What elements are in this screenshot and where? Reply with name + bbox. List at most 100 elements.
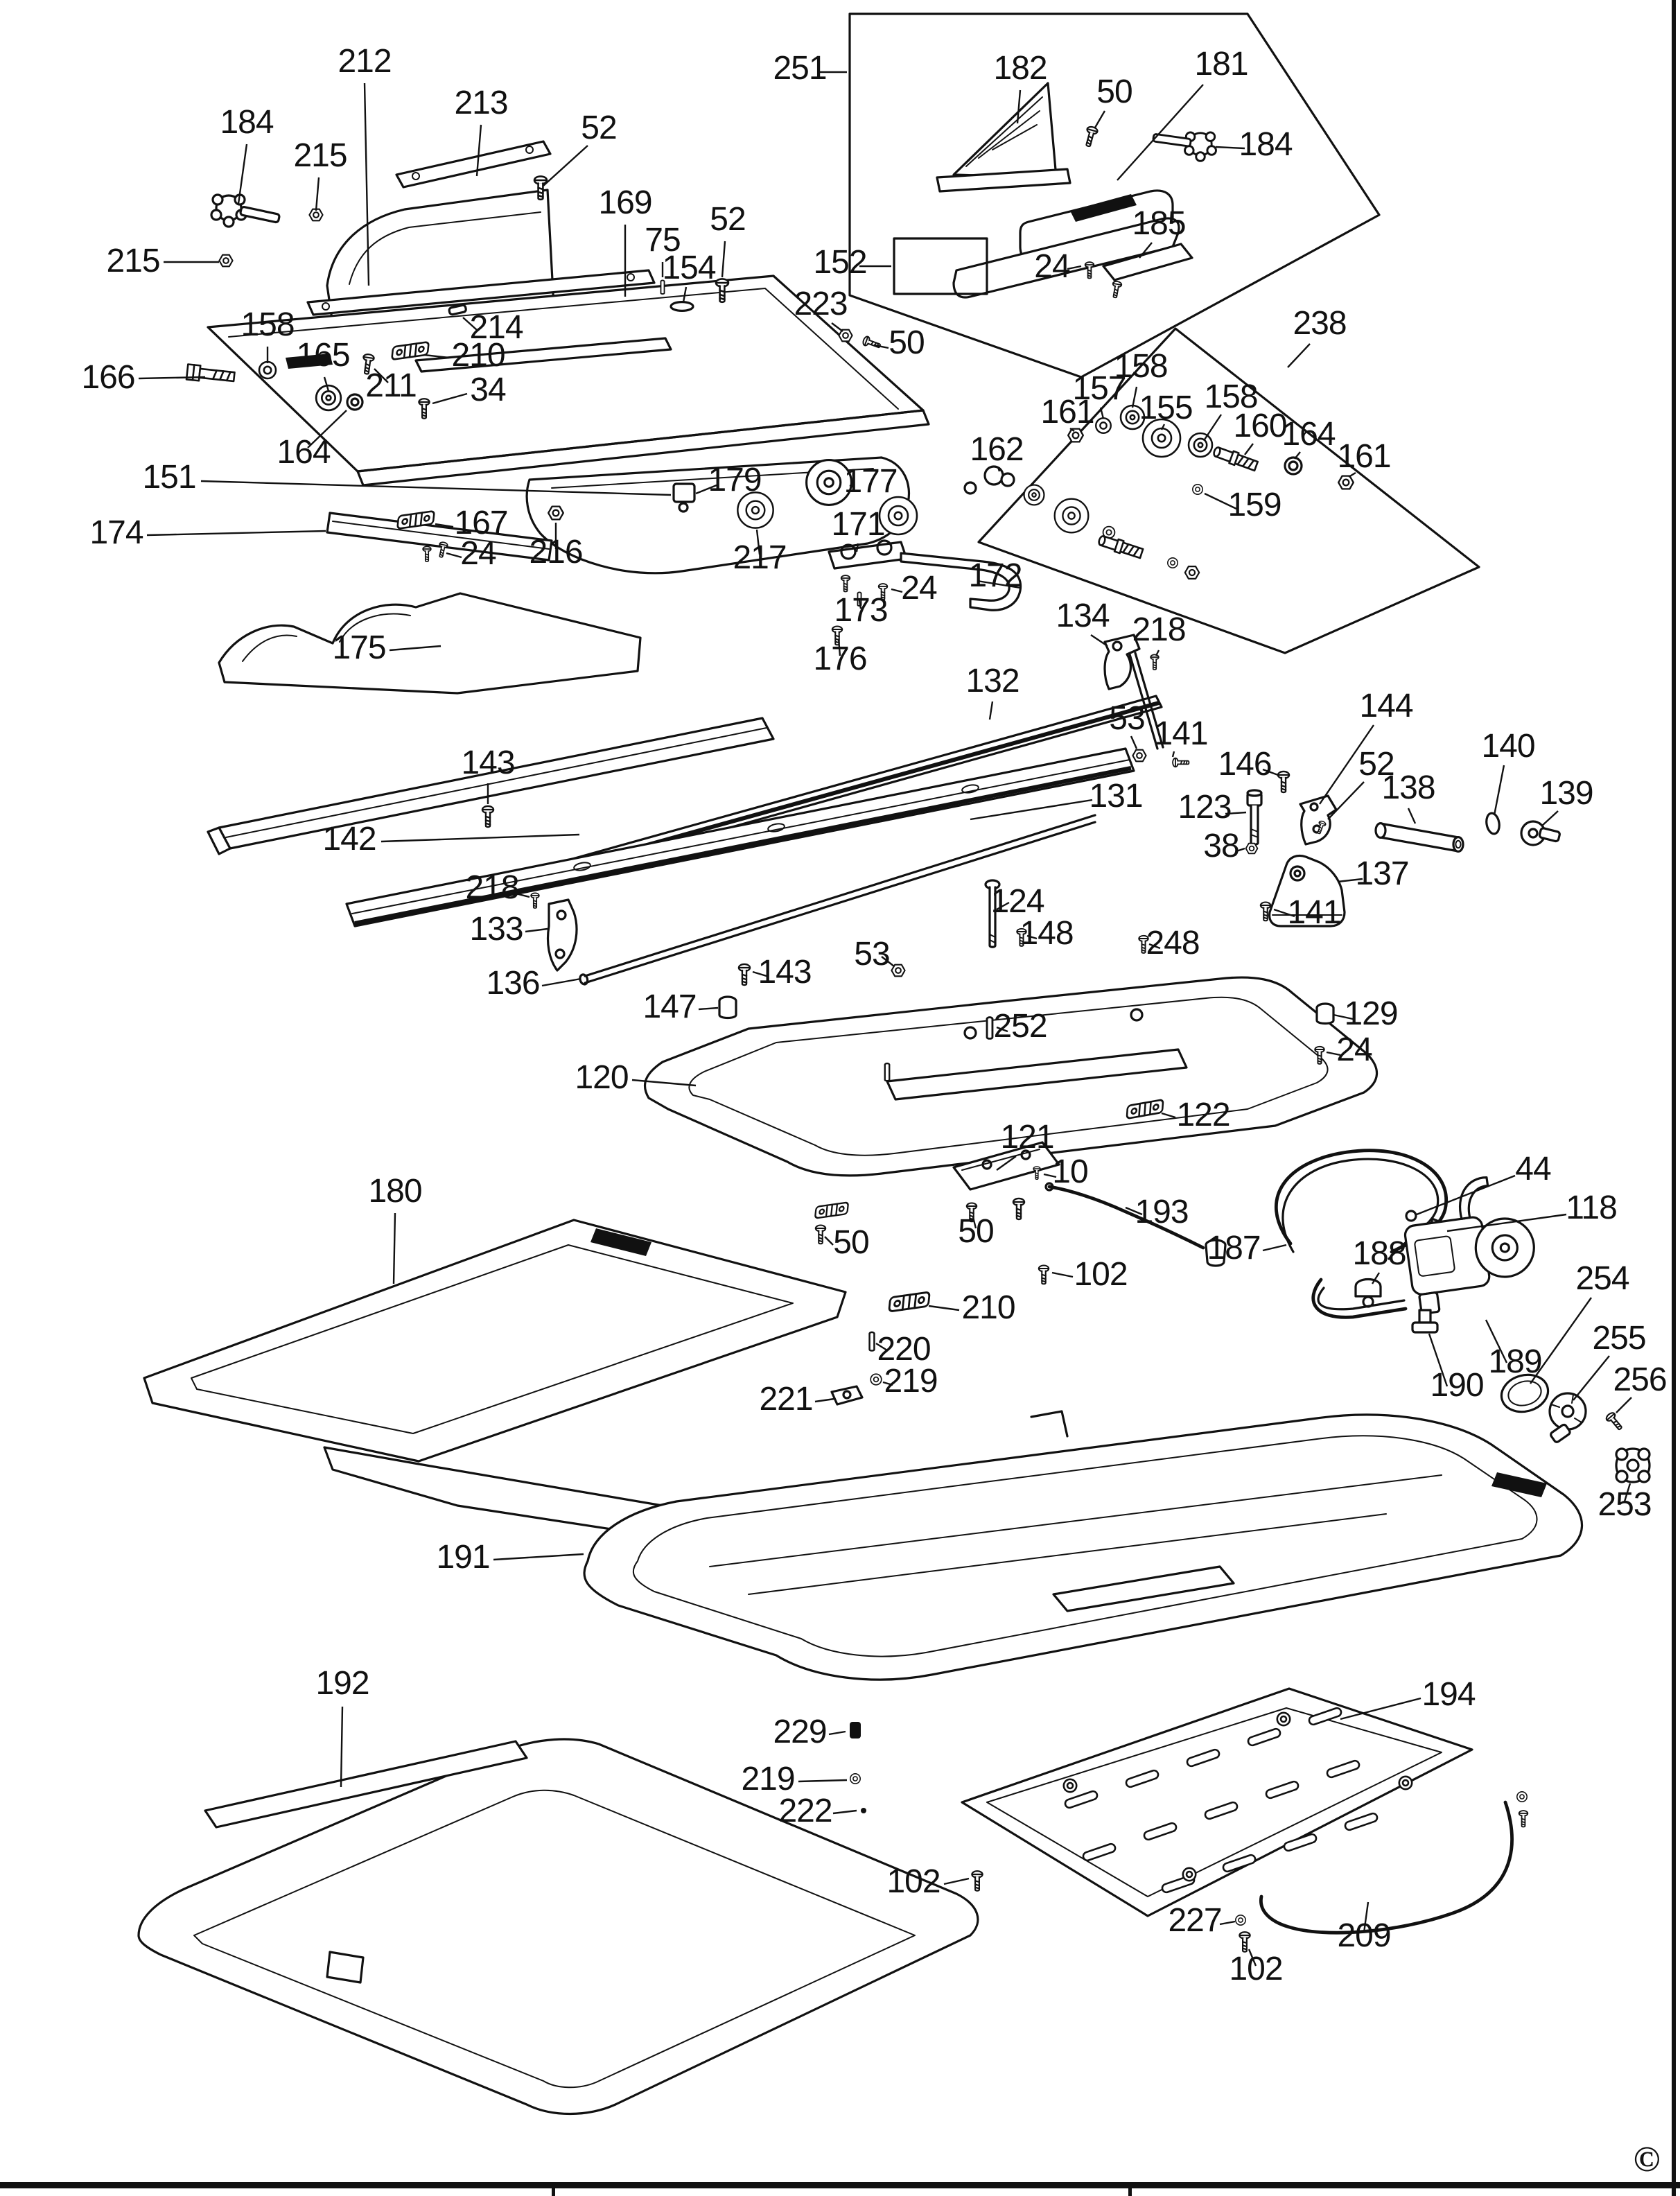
screw-102 [971, 1870, 983, 1892]
leader-line [891, 588, 903, 593]
part-label: 175 [332, 629, 385, 666]
sliding-table [207, 274, 930, 487]
leader-line [1262, 1244, 1287, 1252]
bolt-166 [185, 363, 236, 385]
part-label: 214 [469, 309, 523, 346]
water-pan-191 [583, 1410, 1584, 1681]
part-label: 184 [1239, 126, 1292, 163]
leader-line [1326, 1051, 1341, 1056]
bushing-162 [983, 465, 1015, 487]
part-label: 151 [142, 459, 195, 496]
washer-159 [1192, 484, 1203, 495]
leader-line [828, 1730, 846, 1736]
leader-line [695, 484, 717, 495]
part-label: 136 [486, 965, 539, 1002]
screw-24 [1110, 280, 1123, 299]
screw-24 [840, 575, 851, 593]
part-label: 193 [1135, 1194, 1188, 1230]
leader-line [698, 1007, 719, 1011]
page-border-bottom [0, 2182, 1680, 2188]
part-label: 52 [581, 110, 616, 146]
hose-clamp-188 [1354, 1278, 1382, 1308]
leader-line [874, 344, 889, 349]
handle-172 [900, 552, 1022, 611]
leader-line [970, 799, 1093, 821]
part-label: 219 [884, 1363, 937, 1400]
part-label: 143 [461, 744, 514, 781]
part-label: 179 [708, 462, 761, 498]
leader-line [1215, 146, 1245, 150]
bushing-147 [718, 995, 737, 1020]
pad-210 [886, 1291, 933, 1313]
part-label: 154 [662, 250, 715, 286]
part-label: 213 [454, 85, 507, 121]
part-label: 210 [451, 337, 505, 374]
leader-line [1541, 810, 1559, 827]
part-label: 152 [813, 244, 866, 281]
part-label: 143 [758, 954, 811, 991]
leader-line [997, 467, 1001, 472]
screw-218 [1150, 654, 1160, 670]
plate-185 [1102, 243, 1193, 281]
part-label: 146 [1218, 746, 1271, 783]
leader-line [1327, 781, 1365, 820]
leader-line [972, 1217, 977, 1229]
part-label: 182 [993, 50, 1047, 87]
stud-160 [1211, 444, 1259, 473]
part-label: 161 [1040, 394, 1094, 430]
leader-line [721, 241, 726, 278]
leader-line [1161, 1112, 1176, 1119]
stud [1096, 532, 1145, 561]
bushing-164 [346, 393, 364, 411]
part-label: 165 [296, 337, 349, 374]
nut-215 [308, 208, 324, 222]
leader-line [996, 1156, 1017, 1171]
fence-bracket-182 [936, 82, 1071, 193]
leader-line [1428, 1333, 1449, 1387]
part-label: 254 [1575, 1260, 1629, 1297]
part-label: 24 [1336, 1031, 1372, 1068]
part-label: 34 [470, 372, 506, 408]
leader-line [392, 1212, 396, 1284]
drain-hose-209 [1259, 1800, 1514, 1935]
leader-line [1130, 735, 1138, 749]
gasket-254 [1500, 1373, 1550, 1413]
part-label: 220 [877, 1331, 930, 1368]
part-label: 218 [1132, 611, 1185, 648]
leader-line [882, 1381, 893, 1386]
inset-box-251 [848, 12, 1381, 378]
leader-line [1160, 424, 1166, 430]
leader-line [1248, 1949, 1257, 1967]
part-label: 122 [1176, 1097, 1230, 1133]
part-label: 189 [1488, 1343, 1541, 1380]
nut [1184, 566, 1200, 580]
part-label: 24 [1034, 248, 1070, 285]
leader-line [996, 1026, 1008, 1033]
oring-140 [1485, 812, 1500, 835]
part-label: 164 [1281, 416, 1335, 453]
part-label: 133 [469, 911, 523, 948]
screw-10 [1033, 1166, 1041, 1180]
clip-221 [830, 1385, 864, 1406]
outlet-190 [1411, 1309, 1439, 1334]
screw-102 [1239, 1931, 1251, 1953]
part-label: 167 [454, 505, 507, 541]
leader-line [475, 124, 482, 177]
knob-253 [1615, 1447, 1651, 1483]
leader-lines [138, 71, 1632, 1967]
part-label: 24 [460, 535, 496, 572]
guard-bar-213 [395, 140, 552, 189]
nut-216 [548, 505, 564, 521]
oring-44 [1405, 1210, 1417, 1222]
leader-line [541, 977, 581, 987]
washer-227 [1235, 1915, 1246, 1926]
bolt-123 [1246, 789, 1263, 846]
part-label: 217 [733, 539, 786, 576]
leader-line [1287, 343, 1311, 368]
oval-154 [670, 301, 694, 313]
leader-line [340, 1706, 344, 1788]
nut-215 [218, 254, 234, 268]
part-label: 169 [598, 184, 651, 221]
part-label: 158 [240, 306, 294, 343]
